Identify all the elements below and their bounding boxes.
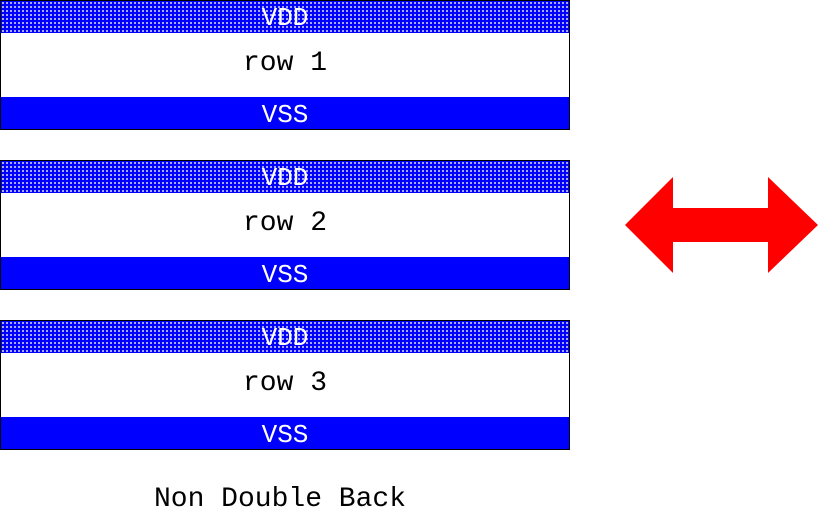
diagram-caption: Non Double Back bbox=[153, 484, 407, 515]
row-label: row 1 bbox=[1, 33, 569, 97]
vss-rail: VSS bbox=[1, 257, 569, 290]
vss-rail: VSS bbox=[1, 97, 569, 130]
vdd-rail: VDD bbox=[1, 1, 569, 33]
double-headed-arrow-icon bbox=[625, 177, 818, 273]
vdd-rail: VDD bbox=[1, 161, 569, 193]
cell-row-2: VDD row 2 VSS bbox=[0, 160, 570, 290]
cell-row-3: VDD row 3 VSS bbox=[0, 320, 570, 450]
row-label: row 2 bbox=[1, 193, 569, 257]
vss-rail: VSS bbox=[1, 417, 569, 450]
cell-row-1: VDD row 1 VSS bbox=[0, 0, 570, 130]
row-label: row 3 bbox=[1, 353, 569, 417]
vdd-rail: VDD bbox=[1, 321, 569, 353]
